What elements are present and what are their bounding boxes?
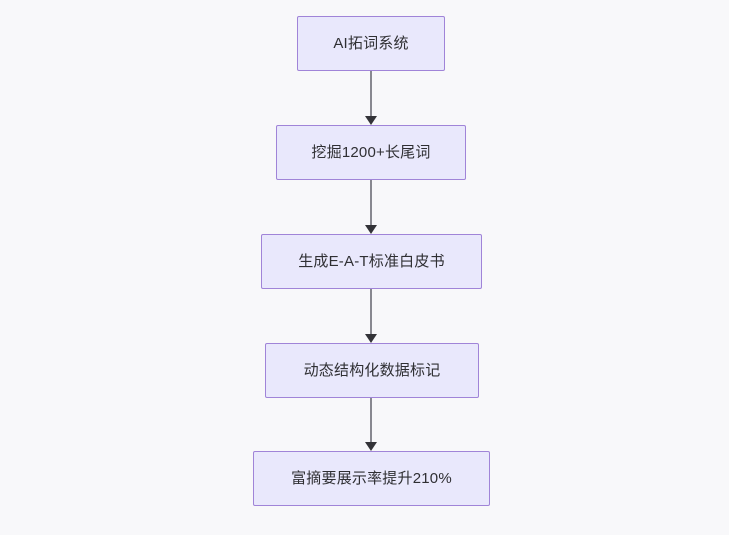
flowchart-node-1-label: AI拓词系统 bbox=[333, 34, 409, 52]
flowchart-edge-1-arrowhead-icon bbox=[365, 116, 377, 125]
flowchart-edge-4-line bbox=[370, 398, 372, 444]
flowchart-edge-2-line bbox=[370, 180, 372, 227]
flowchart-edge-3-line bbox=[370, 289, 372, 336]
flowchart-node-2[interactable]: 挖掘1200+长尾词 bbox=[276, 125, 466, 180]
flowchart-node-5-label: 富摘要展示率提升210% bbox=[291, 469, 452, 487]
flowchart-node-3[interactable]: 生成E-A-T标准白皮书 bbox=[261, 234, 482, 289]
flowchart-edge-2-arrowhead-icon bbox=[365, 225, 377, 234]
flowchart-node-2-label: 挖掘1200+长尾词 bbox=[311, 143, 431, 161]
flowchart-node-5[interactable]: 富摘要展示率提升210% bbox=[253, 451, 490, 506]
flowchart-node-1[interactable]: AI拓词系统 bbox=[297, 16, 445, 71]
flowchart-node-4[interactable]: 动态结构化数据标记 bbox=[265, 343, 479, 398]
flowchart-edge-3-arrowhead-icon bbox=[365, 334, 377, 343]
flowchart-node-3-label: 生成E-A-T标准白皮书 bbox=[298, 252, 445, 270]
flowchart-edge-4-arrowhead-icon bbox=[365, 442, 377, 451]
flowchart-node-4-label: 动态结构化数据标记 bbox=[303, 361, 441, 379]
flowchart-edge-1-line bbox=[370, 71, 372, 118]
